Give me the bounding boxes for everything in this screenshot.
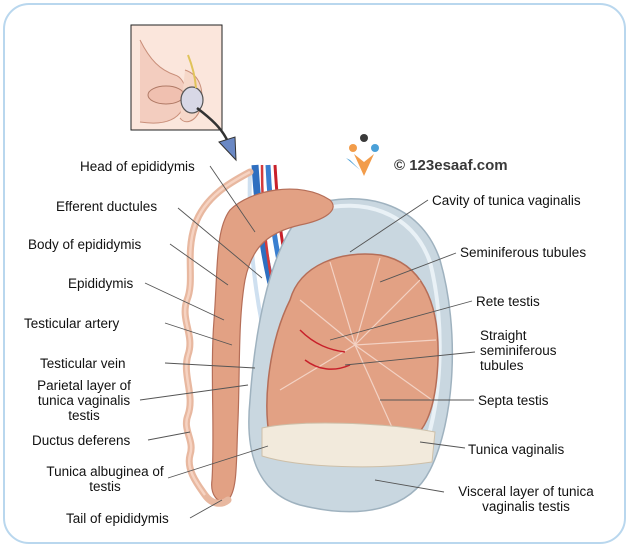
label-septa-testis: Septa testis bbox=[478, 393, 549, 408]
label-cavity-tunica-vaginalis: Cavity of tunica vaginalis bbox=[432, 193, 581, 208]
septa-lines bbox=[279, 257, 437, 446]
watermark-text: © 123esaaf.com bbox=[394, 157, 508, 174]
label-epididymis: Epididymis bbox=[68, 276, 134, 291]
pointer-arrow bbox=[196, 107, 230, 143]
label-straight-seminiferous: Straight seminiferous tubules bbox=[480, 328, 557, 373]
watermark-logo bbox=[346, 134, 379, 176]
label-visceral-layer: Visceral layer of tunica vaginalis testi… bbox=[458, 484, 594, 514]
label-ductus-deferens: Ductus deferens bbox=[32, 433, 131, 448]
label-efferent-ductules: Efferent ductules bbox=[56, 199, 158, 214]
label-rete-testis: Rete testis bbox=[476, 294, 540, 309]
label-tunica-vaginalis: Tunica vaginalis bbox=[468, 442, 565, 457]
inset-locator bbox=[130, 24, 223, 131]
label-parietal-layer: Parietal layer of tunica vaginalis testi… bbox=[37, 378, 131, 423]
epididymis bbox=[211, 188, 334, 502]
label-head-of-epididymis: Head of epididymis bbox=[80, 159, 195, 174]
label-tail-of-epididymis: Tail of epididymis bbox=[66, 511, 169, 526]
label-body-of-epididymis: Body of epididymis bbox=[28, 237, 142, 252]
label-tunica-albuginea: Tunica albuginea of testis bbox=[46, 464, 164, 494]
leader-lines bbox=[139, 165, 476, 519]
label-seminiferous-tubules: Seminiferous tubules bbox=[460, 245, 587, 260]
testis-section bbox=[266, 253, 439, 449]
label-testicular-artery: Testicular artery bbox=[24, 316, 120, 331]
label-testicular-vein: Testicular vein bbox=[40, 356, 126, 371]
